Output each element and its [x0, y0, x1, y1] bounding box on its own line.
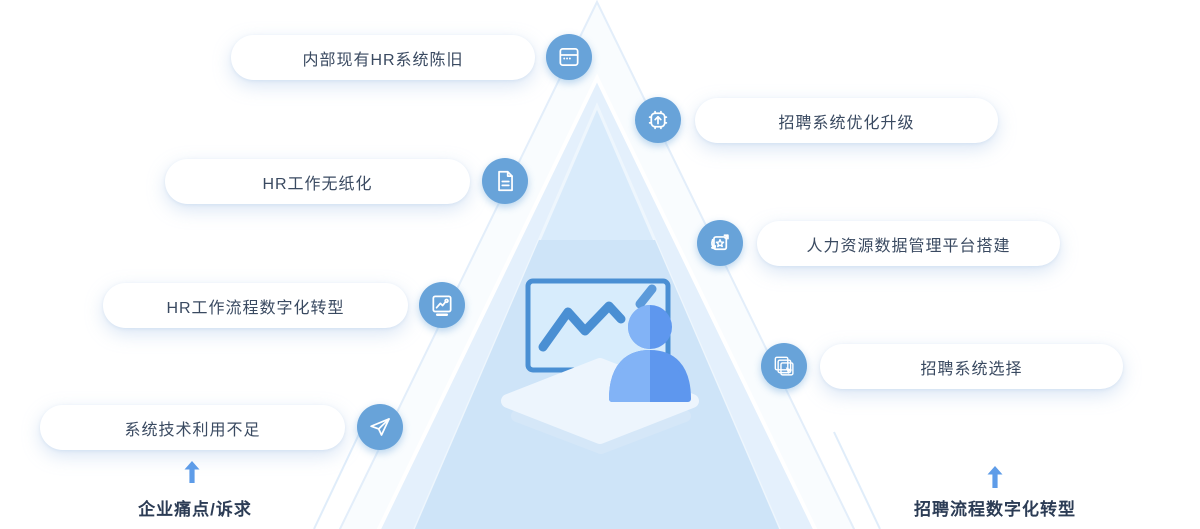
solution-pill: 招聘系统优化升级: [695, 98, 998, 143]
echo-line-right: [833, 431, 881, 529]
footer-right-label: 招聘流程数字化转型: [914, 500, 1076, 519]
up-arrow-icon: [184, 461, 200, 483]
star-sync-icon: [697, 220, 743, 266]
pain-point-pill: HR工作无纸化: [165, 159, 470, 204]
pain-point-pill: 内部现有HR系统陈旧: [231, 35, 535, 80]
up-arrow-icon: [987, 466, 1003, 488]
person-figure: [609, 305, 691, 402]
card-icon: [546, 34, 592, 80]
presentation-illustration: [501, 278, 699, 454]
paper-plane-icon: [357, 404, 403, 450]
pain-point-pill: 系统技术利用不足: [40, 405, 345, 450]
trend-zigzag-line: [538, 301, 626, 352]
chip-upgrade-icon: [635, 97, 681, 143]
solution-pill: 人力资源数据管理平台搭建: [757, 221, 1060, 266]
pointer-stick: [635, 284, 657, 309]
solution-pill: 招聘系统选择: [820, 344, 1123, 389]
footer-left-label: 企业痛点/诉求: [138, 500, 252, 519]
layers-select-icon: [761, 343, 807, 389]
echo-line-left: [313, 431, 361, 529]
document-icon: [482, 158, 528, 204]
trend-chart-icon: [419, 282, 465, 328]
pain-point-pill: HR工作流程数字化转型: [103, 283, 408, 328]
